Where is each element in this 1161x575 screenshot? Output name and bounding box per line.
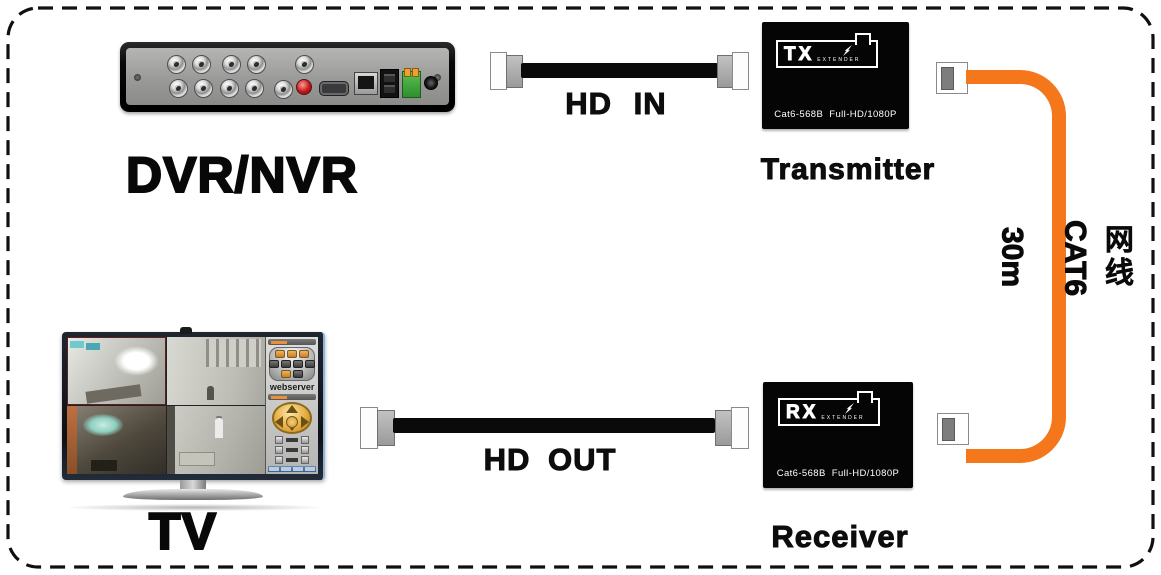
bnc-connector <box>194 79 213 98</box>
vga-port <box>319 81 349 96</box>
webcam-icon <box>180 327 192 334</box>
hdmi-cable <box>521 63 718 78</box>
dvr-label: DVR/NVR <box>125 147 359 203</box>
power-terminal <box>402 68 421 98</box>
tv-monitor: webserver <box>62 327 325 480</box>
logo-notch <box>855 33 871 45</box>
hdmi-cable <box>393 418 715 433</box>
camera-view-2 <box>166 337 266 405</box>
dvr-io-panel <box>126 48 449 105</box>
hdmi-connector-icon <box>732 52 749 90</box>
hdmi-connector-icon <box>731 407 749 449</box>
panel-buttons <box>275 436 310 465</box>
panel-header <box>268 394 316 401</box>
dvr-rear-panel <box>120 42 455 112</box>
cable-type-cn-label: 网线 <box>1100 224 1133 291</box>
bnc-connector <box>222 55 241 74</box>
bnc-connector <box>247 55 266 74</box>
camera-view-3 <box>67 406 166 474</box>
bnc-connector <box>192 55 211 74</box>
hdmi-connector-icon <box>360 407 378 449</box>
rx-spec-text: Cat6-568B Full-HD/1080P <box>776 468 900 479</box>
channel-keypad <box>269 347 316 382</box>
dc-power-jack <box>424 76 438 90</box>
hd-out-label: HD OUT <box>483 442 617 477</box>
bnc-connector <box>295 55 314 74</box>
tv-label: TV <box>148 503 218 561</box>
usb-ports <box>380 69 399 98</box>
tv-shadow <box>68 504 320 511</box>
rj45-plug-icon <box>936 62 968 94</box>
transmitter-label: Transmitter <box>760 153 936 186</box>
bnc-connector <box>167 55 186 74</box>
cable-type-label: CAT6 <box>1058 219 1092 297</box>
bnc-connector <box>274 80 293 99</box>
bnc-connector <box>169 79 188 98</box>
panel-footer <box>268 466 316 473</box>
tv-stand-base <box>123 489 263 500</box>
tx-logo-subtext: EXTENDER <box>817 57 861 63</box>
arrow-glyph-icon <box>845 403 854 414</box>
rx-logo-subtext: EXTENDER <box>821 415 865 421</box>
tx-spec-text: Cat6-568B Full-HD/1080P <box>774 109 897 120</box>
rj45-plug-icon <box>937 413 969 445</box>
tx-logo: TX EXTENDER <box>776 33 878 68</box>
camera-view-1 <box>67 337 166 405</box>
hdmi-connector-icon <box>490 52 507 90</box>
camera-view-4 <box>166 406 266 474</box>
bnc-connector <box>245 79 264 98</box>
arrow-glyph-icon <box>843 45 852 56</box>
tv-stand-neck <box>180 480 206 490</box>
webserver-label: webserver <box>269 382 315 393</box>
tv-screen: webserver <box>67 337 318 474</box>
cctv-quad-view <box>67 337 266 474</box>
transmitter-unit: TX EXTENDER Cat6-568B Full-HD/1080P <box>762 22 909 129</box>
rx-logo-text: RX <box>785 401 819 423</box>
rca-audio-connector <box>296 79 312 95</box>
cable-length-label: 30m <box>995 226 1029 288</box>
receiver-unit: RX EXTENDER Cat6-568B Full-HD/1080P <box>763 382 913 488</box>
hd-in-label: HD IN <box>565 86 667 121</box>
screw-icon <box>434 74 441 81</box>
rx-logo: RX EXTENDER <box>778 391 880 426</box>
ethernet-port <box>354 72 378 95</box>
dpad-control-icon <box>272 402 313 435</box>
tx-logo-text: TX <box>783 43 815 65</box>
receiver-label: Receiver <box>771 519 909 554</box>
bnc-connector <box>220 79 239 98</box>
logo-notch <box>857 391 873 403</box>
cctv-control-panel: webserver <box>265 337 318 474</box>
panel-header <box>268 339 316 346</box>
screw-icon <box>134 74 141 81</box>
